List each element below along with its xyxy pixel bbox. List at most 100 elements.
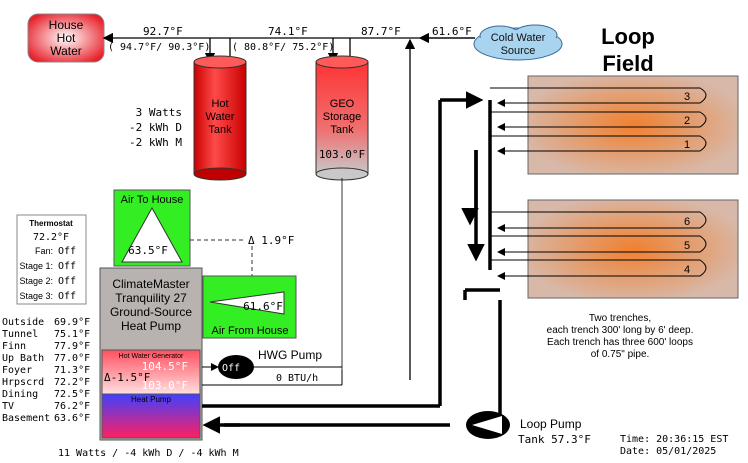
room-name-0: Outside [2, 317, 44, 328]
heat-pump-name-line2: Tranquility 27 [115, 291, 187, 305]
room-temp-5: 72.2°F [54, 377, 90, 388]
air-delta-value: Δ 1.9°F [248, 234, 294, 247]
air-from-house-temp: 61.6°F [243, 300, 283, 313]
hot-tank-stat-watts: 3 Watts [136, 106, 182, 119]
thermostat-fan-label: Fan: [35, 246, 53, 256]
pipe-temp-mid: 74.1°F [268, 25, 308, 38]
air-delta-indicator [190, 239, 253, 276]
room-temp-7: 76.2°F [54, 401, 90, 412]
geo-tank-temp: 103.0°F [319, 148, 365, 161]
air-to-house-temp: 63.5°F [128, 244, 168, 257]
timestamp-date: Date: 05/01/2025 [620, 446, 716, 457]
loop-label-5: 5 [684, 240, 690, 252]
trench-lower [527, 199, 739, 299]
trench-note-line4: of 0.75" pipe. [591, 349, 650, 360]
room-name-3: Up Bath [2, 353, 44, 364]
loop-pump[interactable] [466, 411, 510, 439]
room-name-5: Hrpscrd [2, 377, 44, 388]
air-to-house-label: Air To House [121, 194, 184, 206]
hwg-btu: 0 BTU/h [276, 373, 318, 384]
thermostat-stage2-label: Stage 2: [19, 276, 53, 286]
loop-pump-label: Loop Pump [520, 417, 582, 431]
hot-tank-stat-month: -2 kWh M [129, 136, 182, 149]
cold-water-line1: Cold Water [491, 32, 546, 44]
geo-tank-label-1: GEO [330, 98, 355, 110]
loop-piping [202, 91, 502, 434]
pipe-temp-geo-in: 87.7°F [361, 25, 401, 38]
hwg-temp-low: 103.0°F [142, 379, 188, 392]
hot-tank-label-2: Water [206, 111, 235, 123]
loop-label-6: 6 [684, 216, 690, 228]
pipe-temp-cold-in: 61.6°F [432, 25, 472, 38]
hwg-piping [202, 363, 343, 386]
timestamp-time: Time: 20:36:15 EST [620, 434, 728, 445]
room-name-1: Tunnel [2, 329, 38, 340]
room-temp-1: 75.1°F [54, 329, 90, 340]
loop-label-3: 3 [684, 91, 690, 103]
hwg-pump[interactable] [218, 355, 254, 379]
room-temp-2: 77.9°F [54, 341, 90, 352]
thermostat-stage1-value: Off [58, 261, 76, 272]
trench-note-line2: each trench 300' long by 6' deep. [547, 325, 694, 336]
house-hot-water-line2: Hot [57, 31, 76, 45]
room-temps: Outside 69.9°F Tunnel 75.1°F Finn 77.9°F… [2, 317, 90, 424]
room-name-8: Basement [2, 413, 50, 424]
thermostat-stage3-label: Stage 3: [19, 291, 53, 301]
heat-pump-section-label: Heat Pump [131, 395, 172, 404]
cold-water-line2: Source [501, 45, 536, 57]
hwg-label: Hot Water Generator [119, 353, 184, 360]
air-from-house [202, 275, 297, 339]
room-name-2: Finn [2, 341, 26, 352]
geo-storage-tank: GEO Storage Tank 103.0°F [315, 55, 369, 181]
hwg-temp-high: 104.5°F [142, 360, 188, 373]
heat-pump-name-line3: Ground-Source [110, 305, 192, 319]
power-summary: 11 Watts / -4 kWh D / -4 kWh M [58, 448, 239, 459]
pipe-temp-hot-out: 92.7°F [143, 25, 183, 38]
room-name-6: Dining [2, 389, 38, 400]
geo-tank-label-2: Storage [323, 111, 362, 123]
thermostat-setpoint: 72.2°F [33, 232, 69, 243]
thermostat-title: Thermostat [29, 219, 73, 228]
thermostat-panel [16, 214, 87, 305]
heat-pump-unit: ClimateMaster Tranquility 27 Ground-Sour… [99, 267, 203, 441]
house-hot-water: House Hot Water [27, 13, 105, 63]
hot-tank-stat-day: -2 kWh D [129, 121, 182, 134]
trench-loops [490, 87, 707, 280]
room-temp-3: 77.0°F [54, 353, 90, 364]
air-to-house [113, 189, 191, 267]
hot-water-tank: Hot Water Tank [193, 55, 247, 181]
trench-note-line3: Each trench has three 600' loops [547, 337, 693, 348]
room-name-7: TV [2, 401, 14, 412]
room-name-4: Foyer [2, 365, 32, 376]
heat-pump-name-line4: Heat Pump [121, 319, 181, 333]
house-hot-water-line3: Water [50, 44, 82, 58]
trench-note-line1: Two trenches, [589, 313, 651, 324]
thermostat-stage3-value: Off [58, 291, 76, 302]
hwg-delta: Δ-1.5°F [104, 371, 150, 384]
loop-field-title-line2: Field [602, 51, 653, 76]
hwg-pump-label: HWG Pump [258, 348, 322, 362]
loop-label-1: 1 [684, 139, 690, 151]
cold-water-source: Cold Water Source [473, 24, 563, 61]
thermostat-stage1-label: Stage 1: [19, 261, 53, 271]
thermostat-stage2-value: Off [58, 276, 76, 287]
pipe-temp-mid-range: ( 80.8°F/ 75.2°F) [232, 42, 334, 53]
loop-label-4: 4 [684, 264, 690, 276]
room-temp-0: 69.9°F [54, 317, 90, 328]
hot-tank-label-3: Tank [208, 124, 232, 136]
air-from-house-label: Air From House [211, 325, 288, 337]
room-temp-4: 71.3°F [54, 365, 90, 376]
loop-label-2: 2 [684, 115, 690, 127]
room-temp-8: 63.6°F [54, 413, 90, 424]
geo-tank-label-3: Tank [330, 124, 354, 136]
thermostat-fan-value: Off [58, 246, 76, 257]
loop-pump-tank-temp: Tank 57.3°F [518, 433, 591, 446]
heat-pump-name-line1: ClimateMaster [112, 277, 189, 291]
trench-upper [527, 75, 739, 175]
hot-tank-label-1: Hot [211, 98, 228, 110]
hwg-pump-state: Off [222, 363, 240, 374]
room-temp-6: 72.5°F [54, 389, 90, 400]
house-hot-water-line1: House [49, 18, 84, 32]
loop-field-title-line1: Loop [601, 24, 655, 49]
